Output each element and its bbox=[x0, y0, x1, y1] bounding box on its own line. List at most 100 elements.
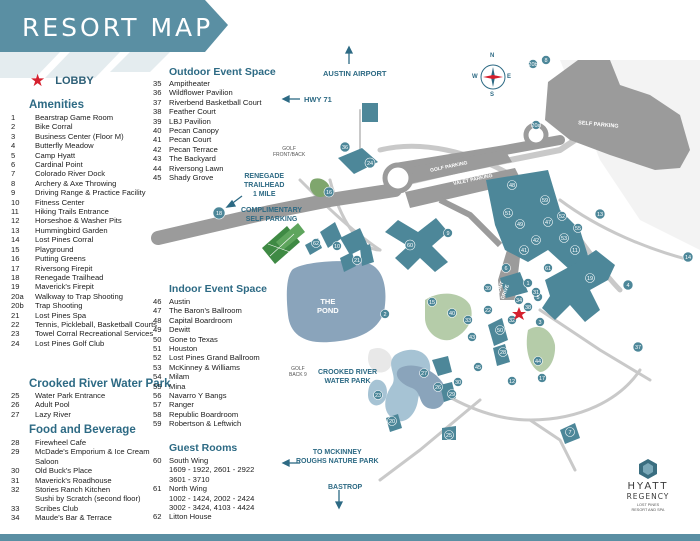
legend-text: Playground bbox=[35, 244, 74, 254]
legend-number: 52 bbox=[153, 353, 162, 363]
legend-text: Old Buck's Place bbox=[35, 466, 93, 476]
legend-number: 5 bbox=[11, 150, 16, 160]
legend-text: Camp Hyatt bbox=[35, 150, 76, 160]
legend-number: 32 bbox=[11, 485, 20, 495]
legend-text: 3601 - 3710 bbox=[169, 474, 210, 484]
golf-back9-label: GOLF BACK 9 bbox=[289, 366, 307, 378]
svg-text:53: 53 bbox=[561, 236, 567, 242]
legend-text: Riversong Lawn bbox=[169, 163, 224, 173]
legend-text: Navarro Y Bangs bbox=[169, 391, 227, 401]
legend-text: Adult Pool bbox=[35, 400, 70, 410]
svg-text:20: 20 bbox=[389, 419, 395, 425]
compass-w: W bbox=[472, 74, 478, 80]
svg-text:37: 37 bbox=[635, 345, 641, 351]
legend-number bbox=[153, 475, 169, 484]
legend-text: Pecan Canopy bbox=[169, 126, 219, 136]
legend-number: 20b bbox=[11, 301, 24, 311]
svg-text:5: 5 bbox=[536, 295, 539, 301]
legend-text: Renegade Trailhead bbox=[35, 272, 104, 282]
rooms-title: Guest Rooms bbox=[169, 442, 238, 454]
legend-number: 12 bbox=[11, 216, 20, 226]
outdoor-title: Outdoor Event Space bbox=[169, 66, 276, 78]
legend-number: 21 bbox=[11, 310, 20, 320]
legend-text: The Backyard bbox=[169, 154, 216, 164]
svg-text:17: 17 bbox=[539, 376, 545, 382]
decor-stripes bbox=[0, 52, 170, 78]
legend-text: Water Park Entrance bbox=[35, 391, 106, 400]
legend-number: 9 bbox=[11, 188, 16, 198]
water-park-map-label: CROOKED RIVER WATER PARK bbox=[318, 369, 378, 385]
svg-text:59: 59 bbox=[542, 198, 548, 204]
compass-s: S bbox=[490, 92, 495, 98]
legend-text: McDade's Emporium & Ice Cream bbox=[35, 447, 150, 457]
svg-text:23: 23 bbox=[375, 393, 381, 399]
logo-sub: REGENCY bbox=[626, 492, 670, 501]
lobby-label: LOBBY bbox=[55, 74, 94, 87]
legend-number: 43 bbox=[153, 154, 162, 164]
legend-text: Tennis, Pickleball, Basketball Courts bbox=[35, 319, 157, 329]
legend-number: 8 bbox=[11, 178, 16, 188]
logo-name: HYATT bbox=[627, 481, 669, 492]
front-drive-road bbox=[438, 197, 503, 248]
bastrop-label: BASTROP bbox=[328, 484, 363, 491]
water-park-list: 25 Water Park Entrance 26 Adult Pool 27 Lazy … bbox=[11, 391, 105, 419]
legend-text: Milam bbox=[169, 372, 190, 382]
legend-number bbox=[153, 494, 169, 503]
svg-text:38: 38 bbox=[525, 305, 531, 311]
svg-text:60: 60 bbox=[407, 243, 413, 249]
svg-text:28: 28 bbox=[500, 350, 506, 356]
legend-text: Mina bbox=[169, 381, 186, 391]
legend-text: Lost Pines Grand Ballroom bbox=[169, 353, 260, 363]
legend-text: Pecan Court bbox=[169, 135, 212, 145]
svg-text:32: 32 bbox=[509, 318, 515, 324]
legend-item: 25 Water Park Entrance bbox=[11, 391, 105, 400]
legend-text: Lazy River bbox=[35, 409, 71, 419]
legend-number: 37 bbox=[153, 97, 162, 107]
building-south-wing bbox=[542, 250, 615, 322]
legend-text: Lost Pines Corral bbox=[35, 235, 94, 245]
legend-text: Wildflower Pavilion bbox=[169, 88, 233, 98]
building-main-lodge bbox=[486, 170, 590, 270]
svg-text:43: 43 bbox=[469, 335, 475, 341]
legend-number bbox=[153, 465, 169, 474]
legend-text: Robertson & Leftwich bbox=[169, 419, 242, 429]
legend-text: Dewitt bbox=[169, 325, 191, 335]
legend-item: 1609 - 1922, 2601 - 2922 bbox=[153, 465, 254, 474]
direction-arrows bbox=[225, 45, 354, 510]
lobby-star-marker bbox=[512, 307, 526, 320]
legend-number: 26 bbox=[11, 400, 20, 410]
svg-text:34: 34 bbox=[516, 298, 522, 304]
legend-text: Walkway to Trap Shooting bbox=[35, 291, 123, 301]
legend-number: 39 bbox=[153, 116, 162, 126]
water-park-title: Crooked River Water Park bbox=[29, 378, 171, 390]
svg-text:20a: 20a bbox=[531, 123, 541, 129]
svg-text:41: 41 bbox=[521, 248, 527, 254]
bottom-stripes bbox=[0, 534, 700, 541]
svg-text:1: 1 bbox=[526, 281, 529, 287]
legend-number: 14 bbox=[11, 235, 20, 245]
legend-number: 1 bbox=[11, 113, 16, 122]
legend-text: Stories Ranch Kitchen bbox=[35, 485, 111, 495]
legend-number: 25 bbox=[11, 391, 20, 400]
legend-number: 27 bbox=[11, 409, 20, 419]
legend-number bbox=[11, 457, 35, 466]
